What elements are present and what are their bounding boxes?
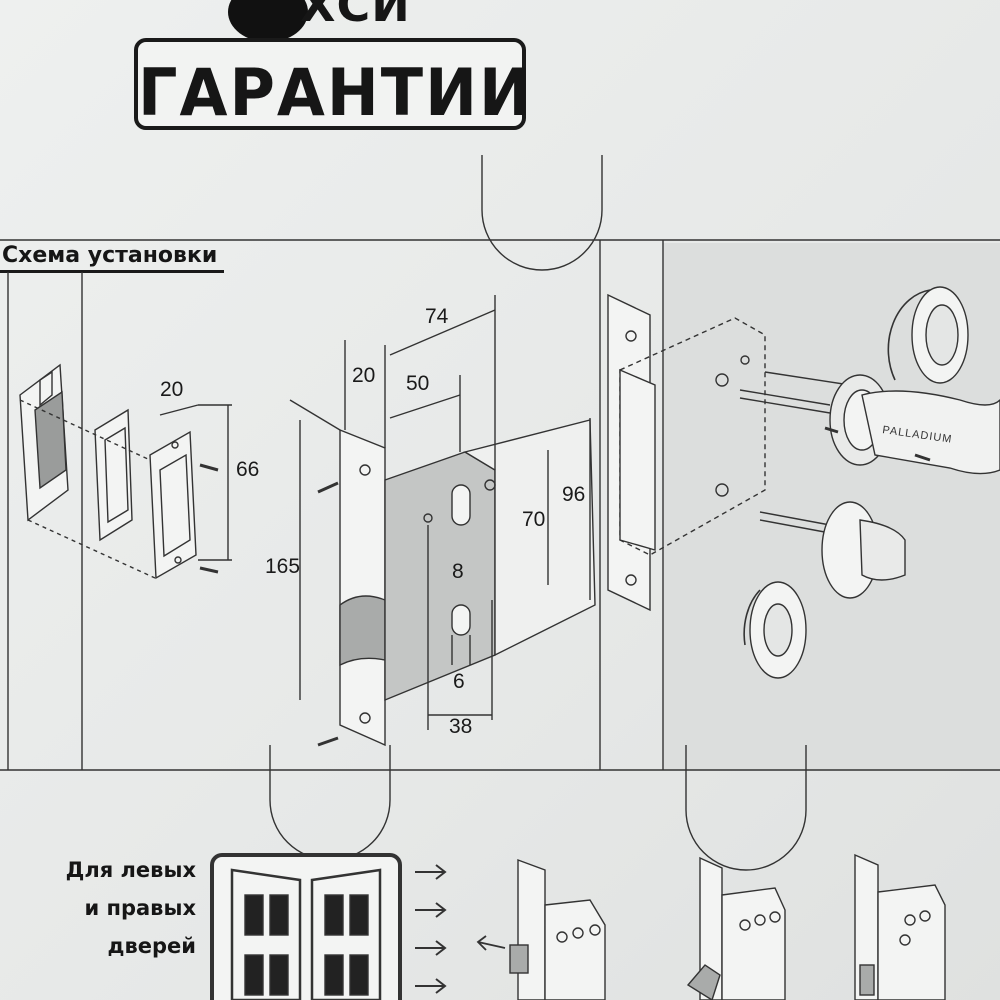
bottom-tab-cutout-1 — [269, 745, 391, 861]
turn-knob — [759, 501, 906, 599]
lock-case — [384, 419, 596, 702]
doors-caption: Для левых и правых дверей — [0, 858, 196, 978]
dim-striker-width: 20 — [160, 378, 184, 401]
dim-spindle-to-key: 70 — [522, 508, 546, 531]
lock-faceplate — [339, 428, 386, 747]
dim-key-size: 6 — [453, 670, 465, 693]
lock-variant-3 — [854, 853, 946, 1000]
dim-lock-height: 165 — [265, 555, 301, 578]
top-tab-cutout — [481, 155, 603, 271]
lock-variant-2 — [686, 856, 786, 1000]
screw-2 — [199, 566, 219, 574]
striker-box — [19, 363, 69, 522]
doors-line-3: дверей — [107, 934, 196, 958]
latch-bolt — [339, 595, 386, 667]
badge-text: ГАРАНТИИ — [138, 54, 533, 131]
dim-spindle-size: 8 — [452, 560, 464, 583]
dim-faceplate-width: 20 — [352, 364, 376, 387]
doors-line-1: Для левых — [65, 858, 196, 882]
rotation-ring-top — [887, 286, 969, 384]
dim-case-height: 96 — [562, 483, 586, 506]
section-title: Схема установки — [2, 243, 218, 268]
dim-striker-height: 66 — [236, 458, 260, 481]
screw-6 — [824, 426, 839, 434]
direction-arrows — [415, 864, 447, 994]
screw-4 — [317, 736, 339, 747]
striker-frame — [94, 408, 133, 542]
guarantee-badge: ГАРАНТИИ — [134, 38, 533, 131]
screw-5 — [914, 453, 931, 462]
striker-plate — [149, 430, 197, 580]
lock-variant-1 — [476, 858, 606, 1000]
mortise-edge — [619, 368, 656, 551]
section-underline — [0, 270, 224, 273]
door-icon — [210, 853, 402, 1000]
dim-spindle-offset: 38 — [449, 715, 473, 738]
badge-top-text: ХСИ — [300, 0, 411, 32]
rotation-ring-bottom — [743, 581, 807, 679]
screw-3 — [317, 481, 339, 494]
mortise-hole-2 — [715, 483, 729, 497]
bottom-tab-cutout-2 — [685, 745, 807, 871]
doors-line-2: и правых — [84, 896, 196, 920]
mortise-hole-3 — [740, 355, 750, 365]
mortise-hole-1 — [715, 373, 729, 387]
dim-backset: 50 — [406, 372, 430, 395]
screw-1 — [199, 463, 219, 472]
dim-case-depth: 74 — [425, 305, 449, 328]
handle-lever — [861, 390, 1000, 475]
